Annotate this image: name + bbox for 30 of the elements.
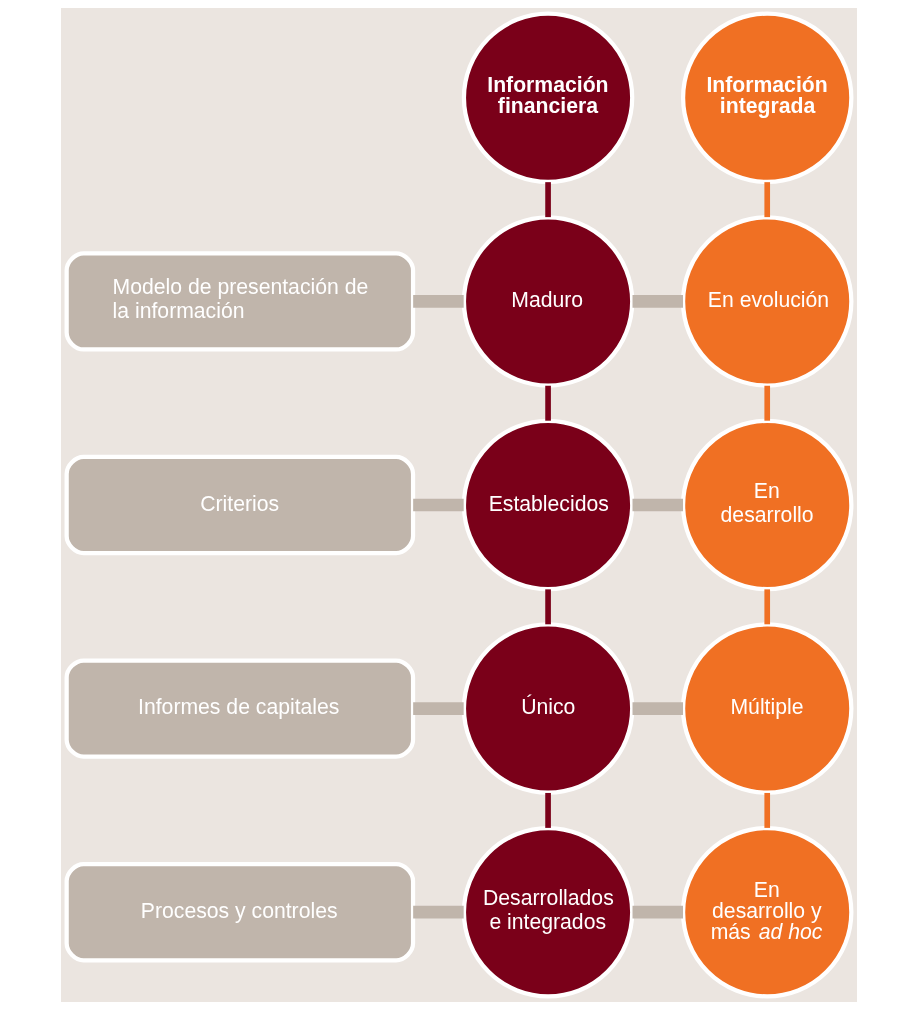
connector xyxy=(412,702,464,715)
node-box: Procesos y controles xyxy=(64,862,415,963)
node-circle: Maduro xyxy=(461,215,634,388)
connector xyxy=(763,182,770,218)
node-circle: Establecidos xyxy=(461,418,634,592)
connector xyxy=(763,589,770,625)
connector xyxy=(412,905,464,919)
node-box: Criterios xyxy=(64,454,415,556)
node-circle: Información integrada xyxy=(680,11,853,185)
connector xyxy=(544,792,551,828)
connector xyxy=(544,385,551,421)
node-circle: Único xyxy=(461,622,634,795)
connector xyxy=(632,295,683,308)
connector xyxy=(412,295,464,308)
connector xyxy=(544,589,551,625)
node-circle: Información financiera xyxy=(461,11,634,185)
node-box: Informes de capitales xyxy=(64,658,415,759)
connector xyxy=(544,182,551,218)
node-circle: En desarrollo xyxy=(680,418,853,592)
node-circle: Desarrollados e integrados xyxy=(461,825,634,999)
node-circle: En evolución xyxy=(680,215,853,388)
connector xyxy=(632,702,683,715)
connector xyxy=(763,792,770,828)
node-circle: En desarrollo y más ad hoc xyxy=(680,825,853,999)
node-box: Modelo de presentación de la información xyxy=(64,251,415,352)
connector xyxy=(632,905,683,919)
connector xyxy=(412,498,464,512)
connector xyxy=(632,498,683,512)
node-circle: Múltiple xyxy=(680,622,853,795)
connector xyxy=(763,385,770,421)
